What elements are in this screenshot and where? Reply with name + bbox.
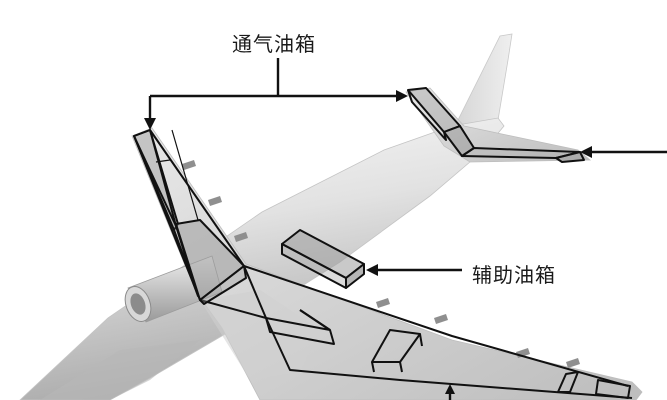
lower-fuselage-shadow — [40, 340, 200, 400]
vent-tank-label: 通气油箱 — [232, 32, 316, 56]
auxiliary-tank-label: 辅助油箱 — [472, 263, 556, 287]
wing-root-fairing — [200, 290, 320, 380]
stabilizer-tank-wireframe — [407, 87, 585, 163]
left-wing-tank-wireframe — [133, 129, 633, 399]
vertical-fin — [451, 33, 513, 133]
leader-lines — [144, 58, 667, 400]
auxiliary-fuel-tank — [281, 229, 365, 289]
